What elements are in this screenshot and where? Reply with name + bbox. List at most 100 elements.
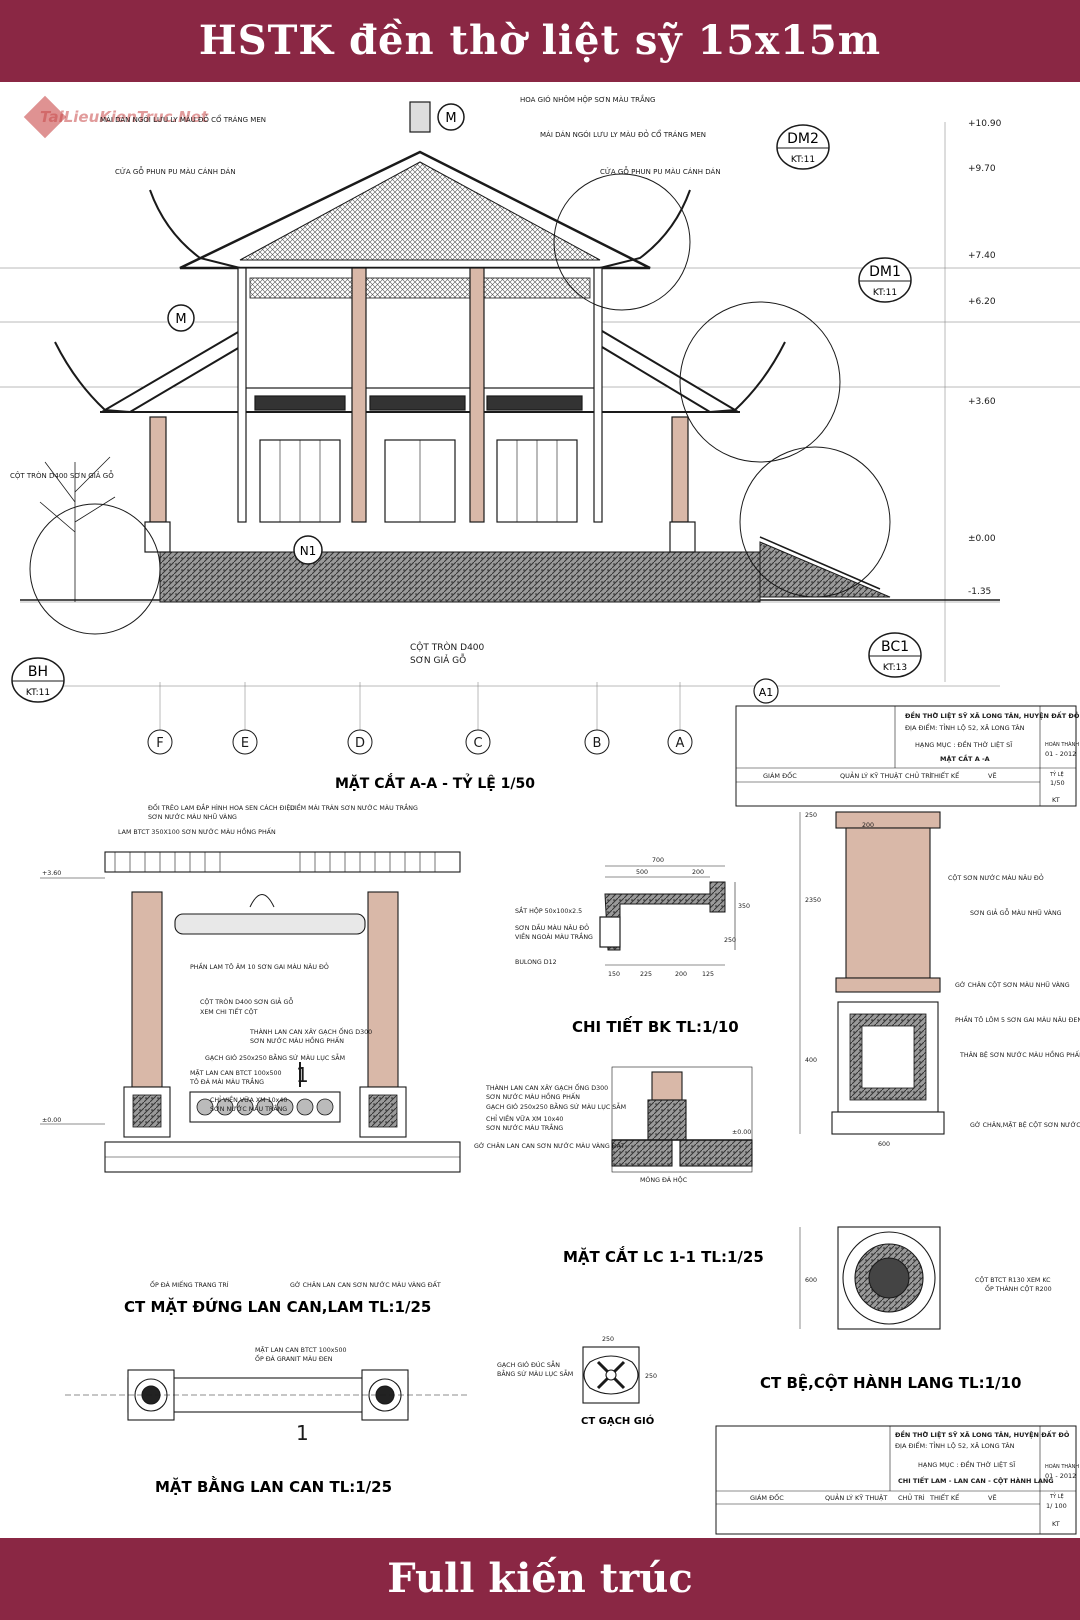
wind-brick-drawing bbox=[582, 1346, 640, 1404]
note-door-right: CỬA GỖ PHUN PU MÀU CÁNH DÁN bbox=[600, 166, 721, 176]
note-roof-mid: MÁI DÁN NGÓI LƯU LY MÀU ĐỎ CỔ TRÁNG MEN bbox=[540, 129, 706, 139]
grid-axis-a: A bbox=[667, 729, 693, 755]
callout-dm1: DM1 KT:11 bbox=[858, 257, 912, 303]
callout-dm1-label: DM1 bbox=[869, 264, 901, 280]
grid-axis-d: D bbox=[347, 729, 373, 755]
bk-note-2: VIỀN NGOÀI MÀU TRẮNG bbox=[515, 931, 593, 941]
lc-note-4: SƠN NƯỚC MÀU TRẮNG bbox=[486, 1122, 563, 1132]
re-level-top: +3.60 bbox=[42, 870, 61, 877]
tb1-date: 01 - 2012 bbox=[1045, 750, 1076, 758]
tb2-item: HẠNG MỤC : ĐỀN THỜ LIỆT SĨ bbox=[918, 1459, 1015, 1469]
tb2-scale-label: TỶ LỆ bbox=[1049, 1492, 1064, 1500]
grid-axis-c: C bbox=[465, 729, 491, 755]
column-detail-annotations: CỘT SƠN NƯỚC MÀU NÂU ĐỎ SƠN GIẢ GỖ MÀU N… bbox=[805, 812, 1080, 1293]
lc-note-6: MÓNG ĐÁ HỘC bbox=[640, 1175, 688, 1184]
callout-dm2: DM2 KT:11 bbox=[776, 124, 830, 170]
bk-dim-225: 225 bbox=[640, 971, 652, 978]
callout-n1: N1 bbox=[293, 535, 323, 565]
tb2-date-label: HOÀN THÀNH bbox=[1045, 1463, 1079, 1470]
tb1-code: KT bbox=[1052, 796, 1060, 804]
bk-dim-250: 250 bbox=[724, 937, 736, 944]
callout-bh-ref: KT:11 bbox=[26, 688, 50, 698]
rp-note-0: MẶT LAN CAN BTCT 100x500 bbox=[255, 1345, 346, 1354]
re-note-15: GỜ CHÂN LAN CAN SƠN NƯỚC MÀU VÀNG ĐẤT bbox=[290, 1279, 441, 1289]
grid-axis-f: F bbox=[147, 729, 173, 755]
re-note-4: PHẦN LAM TÔ ÂM 10 SƠN GAI MÀU NÂU ĐỎ bbox=[190, 961, 329, 971]
cd-dim-0: 200 bbox=[862, 822, 874, 829]
cd-note-3: PHẦN TÔ LÕM 5 SƠN GAI MÀU NÂU ĐEN bbox=[955, 1014, 1080, 1024]
cd-note-5: GỜ CHÂN,MẶT BỆ CỘT SƠN NƯỚC MÀU VÀNG ĐẤT bbox=[970, 1119, 1080, 1129]
bk-dim-350: 350 bbox=[738, 903, 750, 910]
note-col-bottom-1: CỘT TRÒN D400 bbox=[410, 641, 485, 653]
wb-note-1: BẰNG SỨ MÀU LỤC SẪM bbox=[497, 1368, 573, 1378]
re-note-11: TÔ ĐÁ MÀI MÀU TRẮNG bbox=[189, 1076, 264, 1086]
railing-elevation-title: CT MẶT ĐỨNG LAN CAN,LAM TL:1/25 bbox=[124, 1296, 431, 1316]
tb1-col-chair: CHỦ TRÌ bbox=[905, 770, 932, 780]
re-note-5: CỘT TRÒN D400 SƠN GIẢ GỖ bbox=[200, 996, 293, 1006]
callout-a1: A1 bbox=[753, 678, 779, 704]
svg-text:A: A bbox=[676, 736, 685, 751]
tb2-col-chair: CHỦ TRÌ bbox=[898, 1492, 925, 1502]
svg-text:F: F bbox=[156, 736, 163, 751]
tb1-col-tech: QUẢN LÝ KỸ THUẬT bbox=[840, 771, 902, 780]
re-note-10: MẶT LAN CAN BTCT 100x500 bbox=[190, 1068, 281, 1077]
bk-dim-150: 150 bbox=[608, 971, 620, 978]
note-roof-top: MÁI DÁN NGÓI LƯU LY MÀU ĐỎ CỔ TRÁNG MEN bbox=[100, 114, 266, 124]
detail-bk-title: CHI TIẾT BK TL:1/10 bbox=[572, 1015, 739, 1036]
level-740: +7.40 bbox=[968, 251, 996, 261]
wind-brick-annotations: GẠCH GIÓ ĐÚC SẴN BẰNG SỨ MÀU LỤC SẪM 250… bbox=[497, 1336, 657, 1380]
header-banner: HSTK đền thờ liệt sỹ 15x15m bbox=[0, 0, 1080, 82]
callout-bc1: BC1 KT:13 bbox=[868, 632, 922, 678]
lc-level: ±0.00 bbox=[732, 1129, 751, 1136]
callout-bh-label: BH bbox=[28, 664, 48, 680]
railing-elevation-drawing bbox=[40, 851, 461, 1173]
tb2-sheet: CHI TIẾT LAM - LAN CAN - CỘT HÀNH LANG bbox=[898, 1475, 1054, 1485]
lc-note-2: GẠCH GIÓ 250x250 BẰNG SỨ MÀU LỤC SẪM bbox=[486, 1101, 626, 1111]
tb2-col-draw: VẼ bbox=[988, 1493, 997, 1502]
railing-plan-title: MẶT BẰNG LAN CAN TL:1/25 bbox=[155, 1475, 392, 1496]
watermark-text: TaiLieuKienTruc.Net bbox=[40, 108, 209, 126]
re-level-bottom: ±0.00 bbox=[42, 1117, 61, 1124]
re-note-0: ĐỐI TRÊO LAM ĐẮP HÌNH HOA SEN CÁCH ĐIỆU bbox=[148, 802, 295, 812]
lc-note-1: SƠN NƯỚC MÀU HỒNG PHẤN bbox=[486, 1091, 580, 1101]
cd-dim-4: 600 bbox=[878, 1141, 890, 1148]
re-note-9: GẠCH GIÓ 250x250 BẰNG SỨ MÀU LỤC SẪM bbox=[205, 1052, 345, 1062]
page-title: HSTK đền thờ liệt sỹ 15x15m bbox=[198, 17, 882, 64]
railing-elevation-annotations: ĐỐI TRÊO LAM ĐẮP HÌNH HOA SEN CÁCH ĐIỆU … bbox=[42, 802, 441, 1289]
note-col-bottom-2: SƠN GIẢ GỖ bbox=[410, 653, 466, 666]
callout-dm2-ref: KT:11 bbox=[791, 155, 815, 165]
bk-dim-200b: 200 bbox=[675, 971, 687, 978]
rp-section-mark: 1 bbox=[296, 1421, 309, 1445]
tb1-location: ĐỊA ĐIỂM: TỈNH LỘ 52, XÃ LONG TÂN bbox=[905, 722, 1025, 732]
level-000: ±0.00 bbox=[968, 534, 996, 544]
column-detail-drawing bbox=[799, 811, 945, 1330]
tb2-location: ĐỊA ĐIỂM: TỈNH LỘ 52, XÃ LONG TÂN bbox=[895, 1440, 1015, 1450]
cd-note-7: ỐP THÀNH CỘT R200 bbox=[985, 1283, 1052, 1293]
tb1-project: ĐỀN THỜ LIỆT SỸ XÃ LONG TÂN, HUYỆN ĐẤT Đ… bbox=[905, 710, 1080, 720]
note-door-left: CỬA GỖ PHUN PU MÀU CÁNH DÁN bbox=[115, 166, 236, 176]
tb2-col-tech: QUẢN LÝ KỸ THUẬT bbox=[825, 1493, 887, 1502]
svg-text:M: M bbox=[175, 312, 186, 327]
wb-note-0: GẠCH GIÓ ĐÚC SẴN bbox=[497, 1359, 560, 1369]
section-aa-annotations: HOA GIÓ NHÔM HỘP SƠN MÀU TRẮNG MÁI DÁN N… bbox=[10, 94, 721, 666]
section-aa-title: MẶT CẮT A-A - TỶ LỆ 1/50 bbox=[335, 773, 535, 792]
svg-text:D: D bbox=[355, 736, 365, 751]
detail-bk-annotations: SẮT HỘP 50x100x2.5 SƠN DẦU MÀU NÂU ĐỎ VI… bbox=[515, 857, 750, 978]
callout-bh: BH KT:11 bbox=[11, 657, 65, 703]
detail-bk-drawing bbox=[599, 865, 736, 966]
tb2-project: ĐỀN THỜ LIỆT SỸ XÃ LONG TÂN, HUYỆN ĐẤT Đ… bbox=[895, 1429, 1070, 1439]
bk-note-0: SẮT HỘP 50x100x2.5 bbox=[515, 905, 582, 915]
railing-plan-annotations: MẶT LAN CAN BTCT 100x500 ỐP ĐÁ GRANIT MÀ… bbox=[255, 1345, 346, 1445]
tb1-scale-label: TỶ LỆ bbox=[1049, 770, 1064, 778]
re-note-3: DIỀM MÁI TRÁN SƠN NƯỚC MÀU TRẮNG bbox=[290, 802, 418, 812]
footer-banner: Full kiến trúc bbox=[0, 1538, 1080, 1620]
footer-title: Full kiến trúc bbox=[387, 1555, 693, 1602]
level-markers: +10.90 +9.70 +7.40 +6.20 +3.60 ±0.00 -1.… bbox=[968, 119, 1002, 597]
lc-note-3: CHỈ VIỀN VỮA XM 10x40 bbox=[486, 1113, 563, 1123]
cd-note-2: GỜ CHÂN CỘT SƠN MÀU NHŨ VÀNG bbox=[955, 980, 1070, 989]
level-1090: +10.90 bbox=[968, 119, 1002, 129]
svg-text:E: E bbox=[241, 736, 249, 751]
callout-m-top: M bbox=[437, 103, 465, 131]
tb2-code: KT bbox=[1052, 1520, 1060, 1528]
svg-text:C: C bbox=[473, 736, 482, 751]
